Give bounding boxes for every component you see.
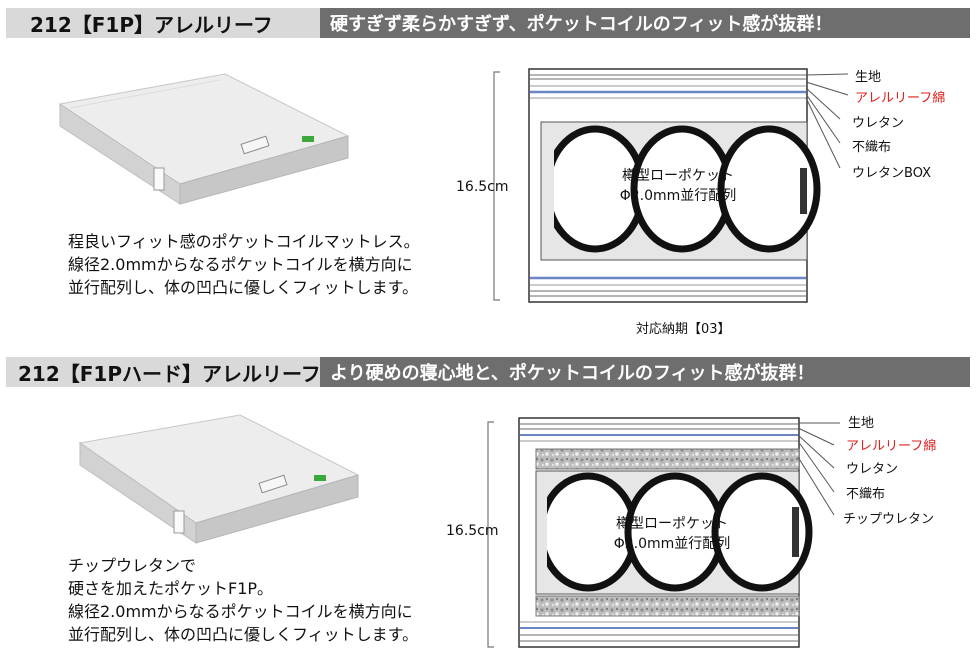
description-line: 線径2.0mmからなるポケットコイルを横方向に <box>68 602 413 621</box>
description-line: チップウレタンで <box>68 556 197 575</box>
layer-label-fabric: 生地 <box>848 416 875 431</box>
product-title: 212【F1P】アレルリーフ <box>6 8 320 38</box>
coil-spec: Φ2.0mm並行配列 <box>613 536 731 552</box>
coil-spec: Φ2.0mm並行配列 <box>619 188 737 204</box>
section-header: 212【F1Pハード】アレルリーフ より硬めの寝心地と、ポケットコイルのフィット… <box>6 357 970 387</box>
coil-label: 樽型ローポケット Φ2.0mm並行配列 <box>592 514 752 554</box>
layer-label-nonwoven: 不織布 <box>852 140 892 155</box>
description-line: 並行配列し、体の凹凸に優しくフィットします。 <box>68 278 419 297</box>
product-description: 程良いフィット感のポケットコイルマットレス。 線径2.0mmからなるポケットコイ… <box>68 230 420 299</box>
layer-label-chip-urethane: チップウレタン <box>843 512 935 527</box>
product-tagline: 硬すぎず柔らかすぎず、ポケットコイルのフィット感が抜群！ <box>320 8 970 38</box>
mattress-photo <box>58 73 350 205</box>
height-label: 16.5cm <box>446 523 499 539</box>
coil-type: 樽型ローポケット <box>622 168 734 184</box>
coil-label: 樽型ローポケット Φ2.0mm並行配列 <box>598 166 758 206</box>
section-header: 212【F1P】アレルリーフ 硬すぎず柔らかすぎず、ポケットコイルのフィット感が… <box>6 8 970 38</box>
coil-type: 樽型ローポケット <box>616 516 728 532</box>
description-line: 硬さを加えたポケットF1P。 <box>68 579 274 598</box>
layer-label-fabric: 生地 <box>855 70 882 85</box>
product-description: チップウレタンで 硬さを加えたポケットF1P。 線径2.0mmからなるポケットコ… <box>68 554 418 646</box>
layer-label-nonwoven: 不織布 <box>846 487 886 502</box>
layer-label-allerleaf-cotton: アレルリーフ綿 <box>846 439 937 454</box>
product-tagline: より硬めの寝心地と、ポケットコイルのフィット感が抜群！ <box>320 357 970 387</box>
delivery-note: 対応納期【03】 <box>636 322 731 337</box>
layer-label-allerleaf-cotton: アレルリーフ綿 <box>855 91 946 106</box>
description-line: 並行配列し、体の凹凸に優しくフィットします。 <box>68 625 419 644</box>
product-section-f1p: 212【F1P】アレルリーフ 硬すぎず柔らかすぎず、ポケットコイルのフィット感が… <box>0 8 980 348</box>
layer-label-urethane: ウレタン <box>852 116 905 131</box>
mattress-photo <box>78 414 360 544</box>
description-line: 線径2.0mmからなるポケットコイルを横方向に <box>68 255 413 274</box>
mattress-cross-section-diagram <box>493 68 849 303</box>
product-title: 212【F1Pハード】アレルリーフ <box>6 357 321 387</box>
description-line: 程良いフィット感のポケットコイルマットレス。 <box>68 232 420 251</box>
height-label: 16.5cm <box>456 179 509 195</box>
product-section-f1p-hard: 212【F1Pハード】アレルリーフ より硬めの寝心地と、ポケットコイルのフィット… <box>0 357 980 654</box>
layer-label-urethane-box: ウレタンBOX <box>852 166 931 181</box>
mattress-cross-section-diagram <box>487 417 840 648</box>
layer-label-urethane: ウレタン <box>846 462 899 477</box>
